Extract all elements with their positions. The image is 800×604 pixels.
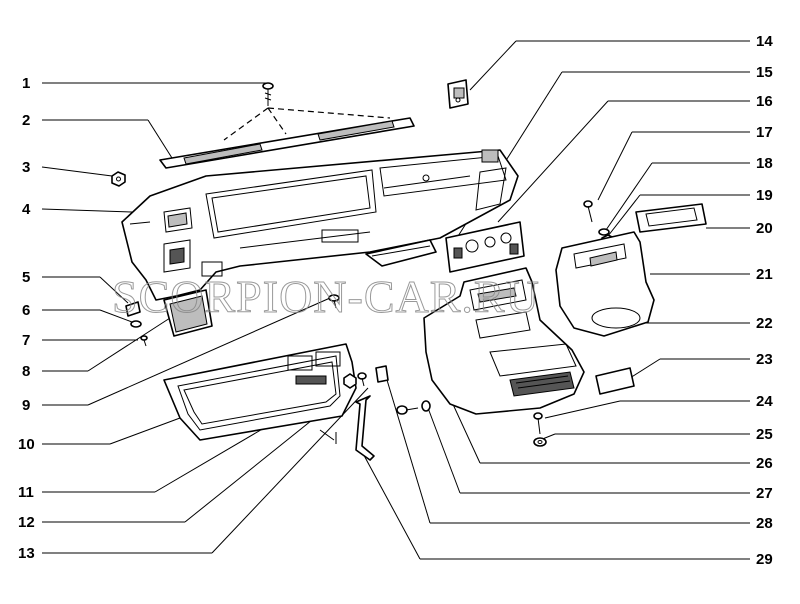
part-screw-center — [396, 405, 419, 415]
assembly-dashed-lines — [223, 107, 391, 141]
callout-16: 16 — [756, 93, 773, 110]
callout-5: 5 — [22, 269, 30, 286]
part-washer-left — [130, 320, 142, 328]
callout-28: 28 — [756, 515, 773, 532]
callout-1: 1 — [22, 75, 30, 92]
part-switch-panel — [445, 221, 525, 273]
part-washer-right — [598, 228, 610, 236]
part-center-console — [423, 267, 585, 415]
callout-14: 14 — [756, 33, 773, 50]
callout-12: 12 — [18, 514, 35, 531]
part-top-bracket — [447, 79, 469, 109]
part-clip-left — [125, 301, 141, 317]
callout-15: 15 — [756, 64, 773, 81]
part-instrument-panel — [121, 149, 519, 301]
part-nut-left — [111, 171, 126, 187]
part-top-trim-strip — [159, 117, 415, 169]
part-screw-top — [262, 82, 274, 106]
hint-line — [319, 429, 335, 441]
callout-2: 2 — [22, 112, 30, 129]
part-cover-plate — [635, 203, 707, 233]
callout-23: 23 — [756, 351, 773, 368]
part-washer-center — [421, 400, 431, 412]
part-clip-28 — [375, 365, 389, 383]
callout-13: 13 — [18, 545, 35, 562]
part-hinge-rod — [355, 395, 375, 461]
callout-18: 18 — [756, 155, 773, 172]
callout-24: 24 — [756, 393, 773, 410]
callout-8: 8 — [22, 363, 30, 380]
callout-29: 29 — [756, 551, 773, 568]
callout-27: 27 — [756, 485, 773, 502]
part-speaker-grille — [163, 289, 213, 337]
part-bolt-right — [583, 200, 593, 223]
callout-20: 20 — [756, 220, 773, 237]
callout-11: 11 — [18, 484, 34, 501]
callout-17: 17 — [756, 124, 773, 141]
callout-22: 22 — [756, 315, 773, 332]
callout-7: 7 — [22, 332, 30, 349]
part-tray — [365, 239, 437, 267]
part-rear-console — [555, 231, 655, 337]
callout-10: 10 — [18, 436, 35, 453]
part-screw-mid — [328, 294, 340, 309]
callout-3: 3 — [22, 159, 30, 176]
callout-26: 26 — [756, 455, 773, 472]
part-clip-11 — [343, 373, 357, 389]
part-clip-12 — [357, 372, 367, 387]
part-glove-box — [163, 343, 357, 441]
part-small-cover — [595, 367, 635, 395]
callout-6: 6 — [22, 302, 30, 319]
callout-9: 9 — [22, 397, 30, 414]
callout-21: 21 — [756, 266, 773, 283]
callout-4: 4 — [22, 201, 31, 218]
part-bolt-bottom — [533, 412, 543, 435]
callout-25: 25 — [756, 426, 773, 443]
part-screw-left — [140, 335, 148, 347]
part-washer-bottom — [533, 437, 547, 447]
callout-19: 19 — [756, 187, 773, 204]
watermark-text: SCORPION-CAR.RU — [112, 271, 540, 322]
